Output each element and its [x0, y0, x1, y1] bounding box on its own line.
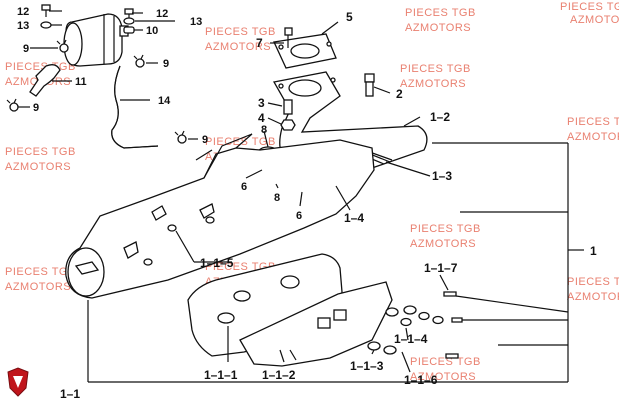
- bolt-2-icon: [364, 73, 375, 97]
- callout-1-3: 1–3: [432, 169, 452, 183]
- callout-1: 1: [590, 244, 597, 258]
- watermark-line1: PIECES TGB: [410, 356, 481, 368]
- watermark-line2: AZMOTORS: [567, 291, 619, 303]
- callout-1-1-7: 1–1–7: [424, 261, 458, 275]
- callout-6a: 6: [241, 181, 247, 193]
- callout-1-1-3: 1–1–3: [350, 359, 384, 373]
- callout-1-4: 1–4: [344, 211, 364, 225]
- callout-9c: 9: [33, 102, 39, 114]
- callout-13-right: 13: [190, 16, 202, 28]
- hardware-cluster: [367, 291, 463, 359]
- callout-3: 3: [258, 96, 265, 110]
- callout-1-1-2: 1–1–2: [262, 368, 296, 382]
- watermarks: PIECES TGB AZMOTORS PIECES TGB AZMOTORS …: [5, 1, 619, 383]
- watermark-line2: AZMOTORS: [567, 131, 619, 143]
- watermark-line1: PIECES TGB: [560, 1, 619, 13]
- callout-9b: 9: [163, 58, 169, 70]
- watermark-line2: AZMOTORS: [5, 161, 71, 173]
- nut-4-icon: [280, 119, 296, 131]
- assembly-bracket: [432, 142, 584, 382]
- clamp-9c-icon: [6, 98, 19, 112]
- callout-9d: 9: [202, 134, 208, 146]
- callout-8b: 8: [274, 192, 280, 204]
- watermark-line2: AZMOTORS: [405, 22, 471, 34]
- clamp-9b-icon: [133, 54, 145, 68]
- brand-logo-icon: [7, 367, 29, 397]
- callout-12-left: 12: [17, 6, 29, 18]
- leader-lines: [18, 10, 568, 383]
- callout-11: 11: [75, 76, 87, 88]
- callout-13-left: 13: [17, 20, 29, 32]
- watermark-line2: AZMOTORS: [205, 41, 271, 53]
- callout-5: 5: [346, 10, 353, 24]
- shield-bracket-1-1-2: [239, 281, 393, 367]
- clamp-9a-icon: [56, 39, 69, 53]
- watermark-line2: AZMOTORS: [410, 371, 476, 383]
- callout-14: 14: [158, 95, 171, 107]
- washer-13-right-icon: [123, 17, 135, 25]
- watermark-line1: PIECES TGB: [205, 26, 276, 38]
- air-filter-canister: [63, 13, 129, 67]
- callout-1-1-5: 1–1–5: [200, 256, 234, 270]
- muffler-1-1: [65, 133, 375, 299]
- gasket-5: [273, 33, 337, 69]
- grommet-10-icon: [123, 26, 135, 34]
- watermark-line1: PIECES TGB: [5, 266, 76, 278]
- callout-1-1: 1–1: [60, 387, 80, 400]
- watermark-line1: PIECES TGB: [410, 223, 481, 235]
- watermark-line1: PIECES TGB: [205, 136, 276, 148]
- callout-1-1-6: 1–1–6: [404, 373, 438, 387]
- hose-11: [29, 64, 61, 97]
- callout-4: 4: [258, 111, 265, 125]
- washer-13-left-icon: [40, 21, 52, 29]
- stud-7-icon: [284, 27, 293, 48]
- screw-12-left-icon: [41, 4, 51, 17]
- watermark-line2: AZMOTORS: [410, 238, 476, 250]
- callout-6b: 6: [296, 210, 302, 222]
- callout-1-1-1: 1–1–1: [204, 368, 238, 382]
- watermark-line1: PIECES TGB: [405, 7, 476, 19]
- callout-10: 10: [146, 25, 158, 37]
- watermark-line1: PIECES TGB: [567, 276, 619, 288]
- callout-2: 2: [396, 87, 403, 101]
- watermark-line1: PIECES TGB: [567, 116, 619, 128]
- watermark-line2: AZMOTORS: [400, 78, 466, 90]
- hose-14: [111, 65, 159, 149]
- spacer-3-icon: [283, 99, 293, 115]
- clamp-9d-icon: [174, 130, 187, 144]
- watermark-line2: AZMOTORS: [570, 14, 619, 26]
- callout-1-2: 1–2: [430, 110, 450, 124]
- callout-9a: 9: [23, 43, 29, 55]
- watermark-line2: AZMOTORS: [5, 281, 71, 293]
- callout-8a: 8: [261, 124, 267, 136]
- callout-1-1-4: 1–1–4: [394, 332, 428, 346]
- callout-12-right: 12: [156, 8, 168, 20]
- watermark-line1: PIECES TGB: [400, 63, 471, 75]
- callout-labels: 12 13 12 13 10 9 9 11 9 14 9 5 7 2 3 4 8…: [17, 6, 597, 400]
- callout-7: 7: [256, 36, 263, 50]
- watermark-line1: PIECES TGB: [5, 146, 76, 158]
